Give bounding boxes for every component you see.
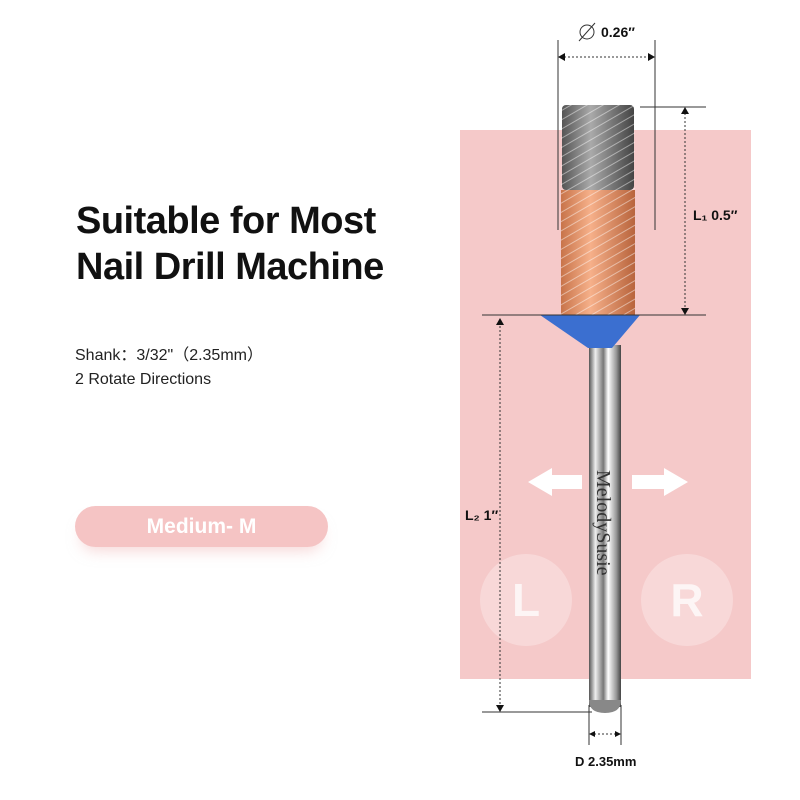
diameter-label: 0.26″ xyxy=(601,24,635,40)
left-arrow-icon xyxy=(528,468,582,496)
brand-engraving: MelodySusie xyxy=(592,470,614,576)
shank xyxy=(589,345,621,713)
title-line-1: Suitable for Most xyxy=(76,200,376,242)
blue-collar xyxy=(540,315,640,348)
shank-spec: Shank：3/32"（2.35mm） xyxy=(75,347,263,364)
title-line-2: Nail Drill Machine xyxy=(76,246,384,288)
l1-label: L₁ 0.5″ xyxy=(693,207,738,223)
right-arrow-icon xyxy=(632,468,688,496)
grit-badge: Medium- M xyxy=(75,506,328,547)
page-title: Suitable for Most Nail Drill Machine xyxy=(76,198,384,290)
right-direction-circle: R xyxy=(641,554,733,646)
dimension-lines xyxy=(482,40,706,745)
shank-diameter-label: D 2.35mm xyxy=(575,754,637,769)
diameter-icon xyxy=(579,24,595,40)
l2-label: L₂ 1″ xyxy=(465,507,499,523)
rotate-directions-spec: 2 Rotate Directions xyxy=(75,371,212,388)
left-direction-circle: L xyxy=(480,554,572,646)
